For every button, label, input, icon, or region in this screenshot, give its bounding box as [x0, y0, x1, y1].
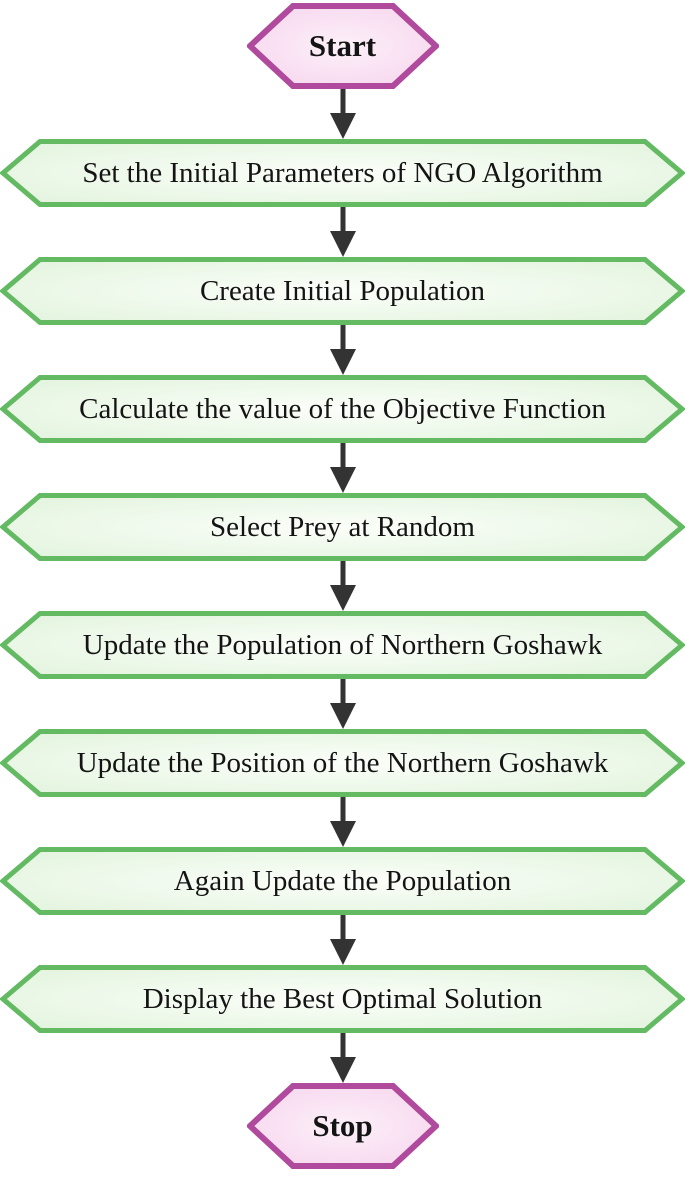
- step-node-4: Select Prey at Random: [0, 493, 685, 561]
- step-node-6: Update the Position of the Northern Gosh…: [0, 729, 685, 797]
- flow-arrow: [329, 443, 356, 493]
- arrowhead-icon: [329, 231, 356, 257]
- start-hexagon-shape: [246, 3, 439, 89]
- flow-arrow: [329, 561, 356, 611]
- flow-arrow: [329, 679, 356, 729]
- flow-arrow: [329, 207, 356, 257]
- arrowhead-icon: [329, 1057, 356, 1083]
- step-label: Create Initial Population: [199, 274, 486, 307]
- stop-label: Stop: [312, 1108, 373, 1143]
- arrowhead-icon: [329, 585, 356, 611]
- process-hexagon-shape: [0, 139, 685, 207]
- step-node-1: Set the Initial Parameters of NGO Algori…: [0, 139, 685, 207]
- start-label: Start: [308, 28, 377, 63]
- step-label: Update the Position of the Northern Gosh…: [76, 746, 609, 779]
- flow-arrow: [329, 89, 356, 139]
- arrowhead-icon: [329, 821, 356, 847]
- arrowhead-icon: [329, 939, 356, 965]
- process-hexagon-shape: [0, 493, 685, 561]
- flow-arrow: [329, 325, 356, 375]
- flow-arrow: [329, 915, 356, 965]
- step-node-7: Again Update the Population: [0, 847, 685, 915]
- step-label: Update the Population of Northern Goshaw…: [82, 628, 603, 661]
- flow-arrow: [329, 1033, 356, 1083]
- step-node-3: Calculate the value of the Objective Fun…: [0, 375, 685, 443]
- arrowhead-icon: [329, 467, 356, 493]
- process-hexagon-shape: [0, 847, 685, 915]
- step-label: Again Update the Population: [173, 864, 512, 897]
- arrowhead-icon: [329, 113, 356, 139]
- process-hexagon-shape: [0, 729, 685, 797]
- step-label: Display the Best Optimal Solution: [142, 982, 543, 1015]
- process-hexagon-shape: [0, 965, 685, 1033]
- step-node-5: Update the Population of Northern Goshaw…: [0, 611, 685, 679]
- start-node: Start: [246, 3, 439, 89]
- step-node-8: Display the Best Optimal Solution: [0, 965, 685, 1033]
- step-label: Calculate the value of the Objective Fun…: [79, 392, 606, 425]
- stop-node: Stop: [246, 1083, 439, 1169]
- process-hexagon-shape: [0, 611, 685, 679]
- arrowhead-icon: [329, 703, 356, 729]
- process-hexagon-shape: [0, 375, 685, 443]
- flow-arrow: [329, 797, 356, 847]
- arrowhead-icon: [329, 349, 356, 375]
- step-label: Select Prey at Random: [210, 510, 475, 543]
- step-node-2: Create Initial Population: [0, 257, 685, 325]
- step-label: Set the Initial Parameters of NGO Algori…: [82, 156, 603, 189]
- process-hexagon-shape: [0, 257, 685, 325]
- stop-hexagon-shape: [246, 1083, 439, 1169]
